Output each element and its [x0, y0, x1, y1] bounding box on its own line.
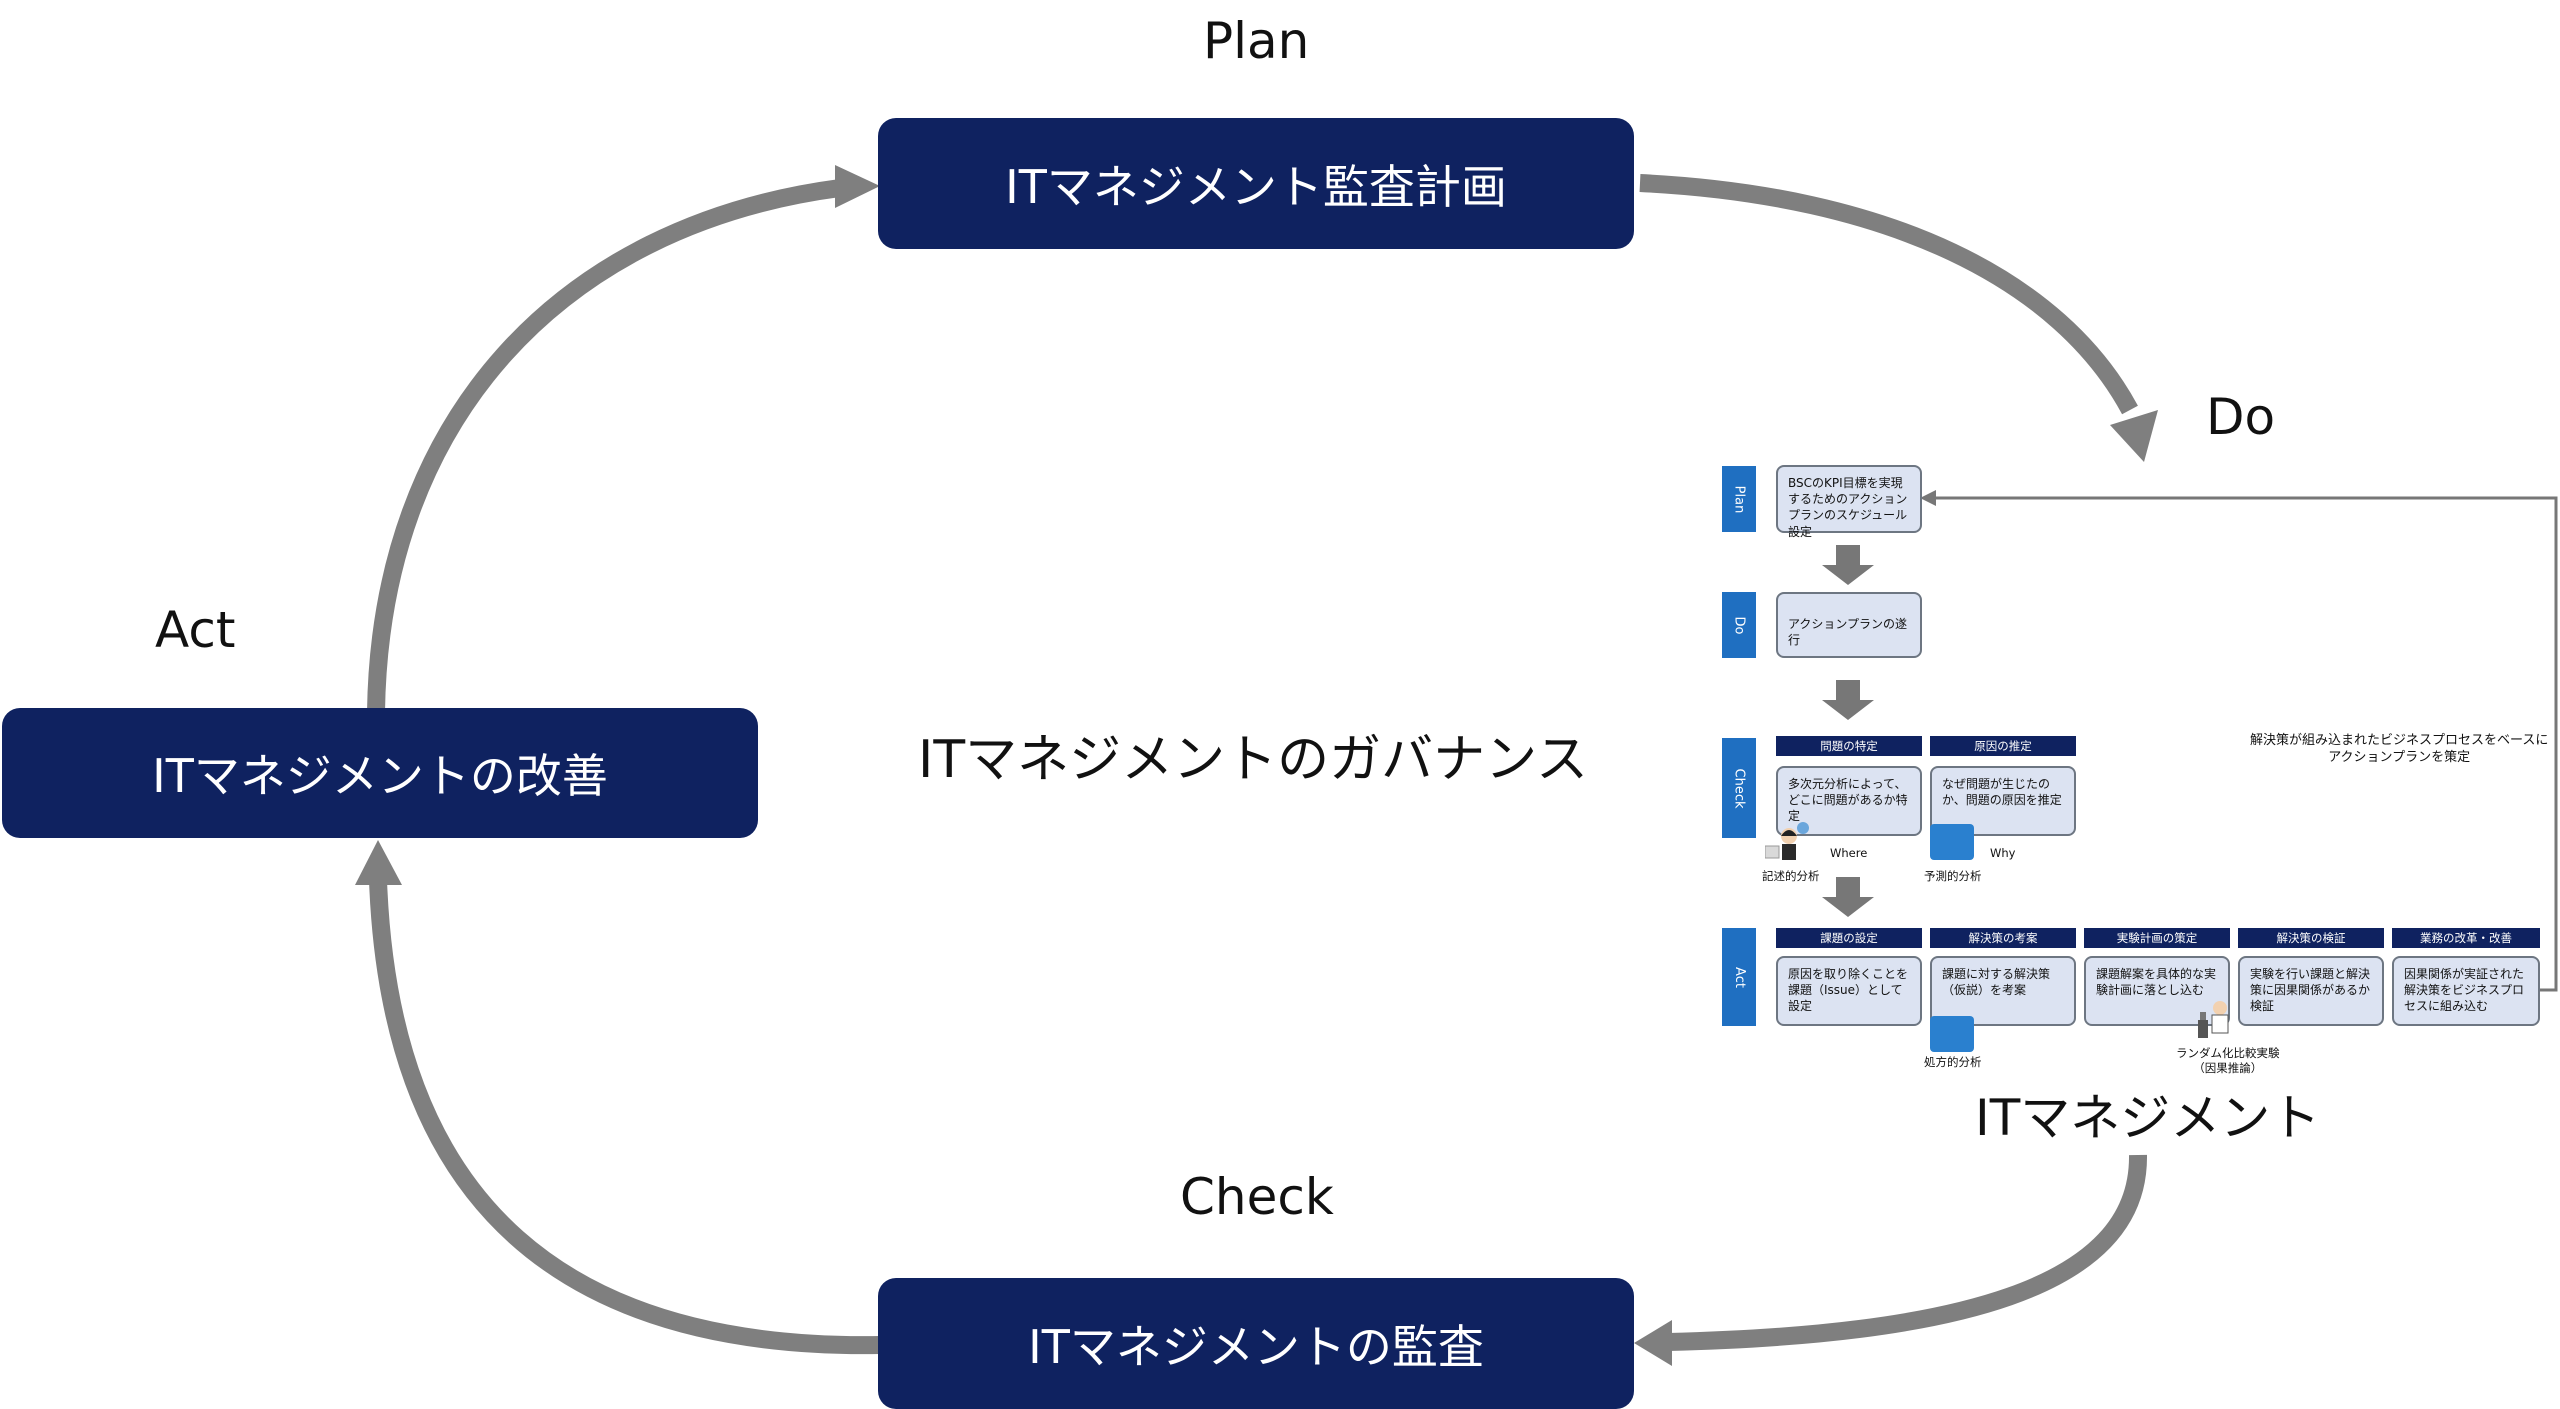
inner-down-arrows	[1822, 545, 1874, 917]
act-header-2: 解決策の考案	[1930, 928, 2076, 948]
feedback-note: 解決策が組み込まれたビジネスプロセスをベースに アクションプランを策定	[2250, 733, 2549, 765]
why-tag: Why	[1990, 846, 2016, 860]
analyst-icon	[1764, 820, 1811, 862]
check-label: Check	[1180, 1168, 1334, 1226]
inner-tab-plan: Plan	[1722, 466, 1756, 532]
do-to-check-arrowhead	[1634, 1320, 1672, 1366]
check-step-1: 多次元分析によって、どこに問題があるか特定	[1776, 766, 1922, 836]
plan-to-do-arrow	[1639, 174, 2138, 415]
scientist-icon	[2196, 998, 2236, 1042]
plan-to-do-arrowhead	[2110, 410, 2158, 462]
act-header-1: 課題の設定	[1776, 928, 1922, 948]
act-step-1: 原因を取り除くことを課題（Issue）として設定	[1776, 956, 1922, 1026]
check-to-act-arrowhead	[355, 840, 402, 885]
feedback-line	[1928, 496, 2558, 992]
feedback-arrowhead	[1920, 490, 1936, 506]
predictive-analysis-tag: 予測的分析	[1924, 869, 1982, 883]
plan-step: BSCのKPI目標を実現するためのアクションプランのスケジュール設定	[1776, 465, 1922, 539]
do-step: アクションプランの遂行	[1776, 592, 1922, 658]
check-box: ITマネジメントの監査	[878, 1278, 1634, 1409]
inner-tab-check: Check	[1722, 738, 1756, 838]
do-to-check-arrow	[1667, 1154, 2148, 1351]
inner-tab-act: Act	[1722, 928, 1756, 1026]
act-header-4: 解決策の検証	[2238, 928, 2384, 948]
check-to-act-arrow	[369, 879, 881, 1355]
act-step-5: 因果関係が実証された解決策をビジネスプロセスに組み込む	[2392, 956, 2540, 1026]
rct-tag: ランダム化比較実験 （因果推論）	[2176, 1046, 2280, 1075]
act-to-plan-arrowhead	[835, 165, 880, 208]
inner-caption: ITマネジメント	[1975, 1089, 2321, 1147]
plan-label: Plan	[1203, 12, 1310, 70]
where-tag: Where	[1830, 846, 1868, 860]
act-label: Act	[155, 601, 236, 659]
prescriptive-analysis-tag: 処方的分析	[1924, 1055, 1982, 1069]
governance-title: ITマネジメントのガバナンス	[918, 730, 1589, 790]
act-header-5: 業務の改革・改善	[2392, 928, 2540, 948]
descriptive-analysis-tag: 記述的分析	[1762, 869, 1820, 883]
act-header-3: 実験計画の策定	[2084, 928, 2230, 948]
act-to-plan-arrow	[367, 179, 842, 713]
act-step-4: 実験を行い課題と解決策に因果関係があるか検証	[2238, 956, 2384, 1026]
brain-icon	[1930, 1016, 1974, 1052]
brain-icon	[1930, 824, 1974, 860]
act-box: ITマネジメントの改善	[2, 708, 758, 838]
check-header-1: 問題の特定	[1776, 736, 1922, 756]
do-label: Do	[2206, 388, 2276, 446]
check-header-2: 原因の推定	[1930, 736, 2076, 756]
plan-box: ITマネジメント監査計画	[878, 118, 1634, 249]
act-step-2: 課題に対する解決策（仮説）を考案	[1930, 956, 2076, 1026]
inner-tab-do: Do	[1722, 592, 1756, 658]
